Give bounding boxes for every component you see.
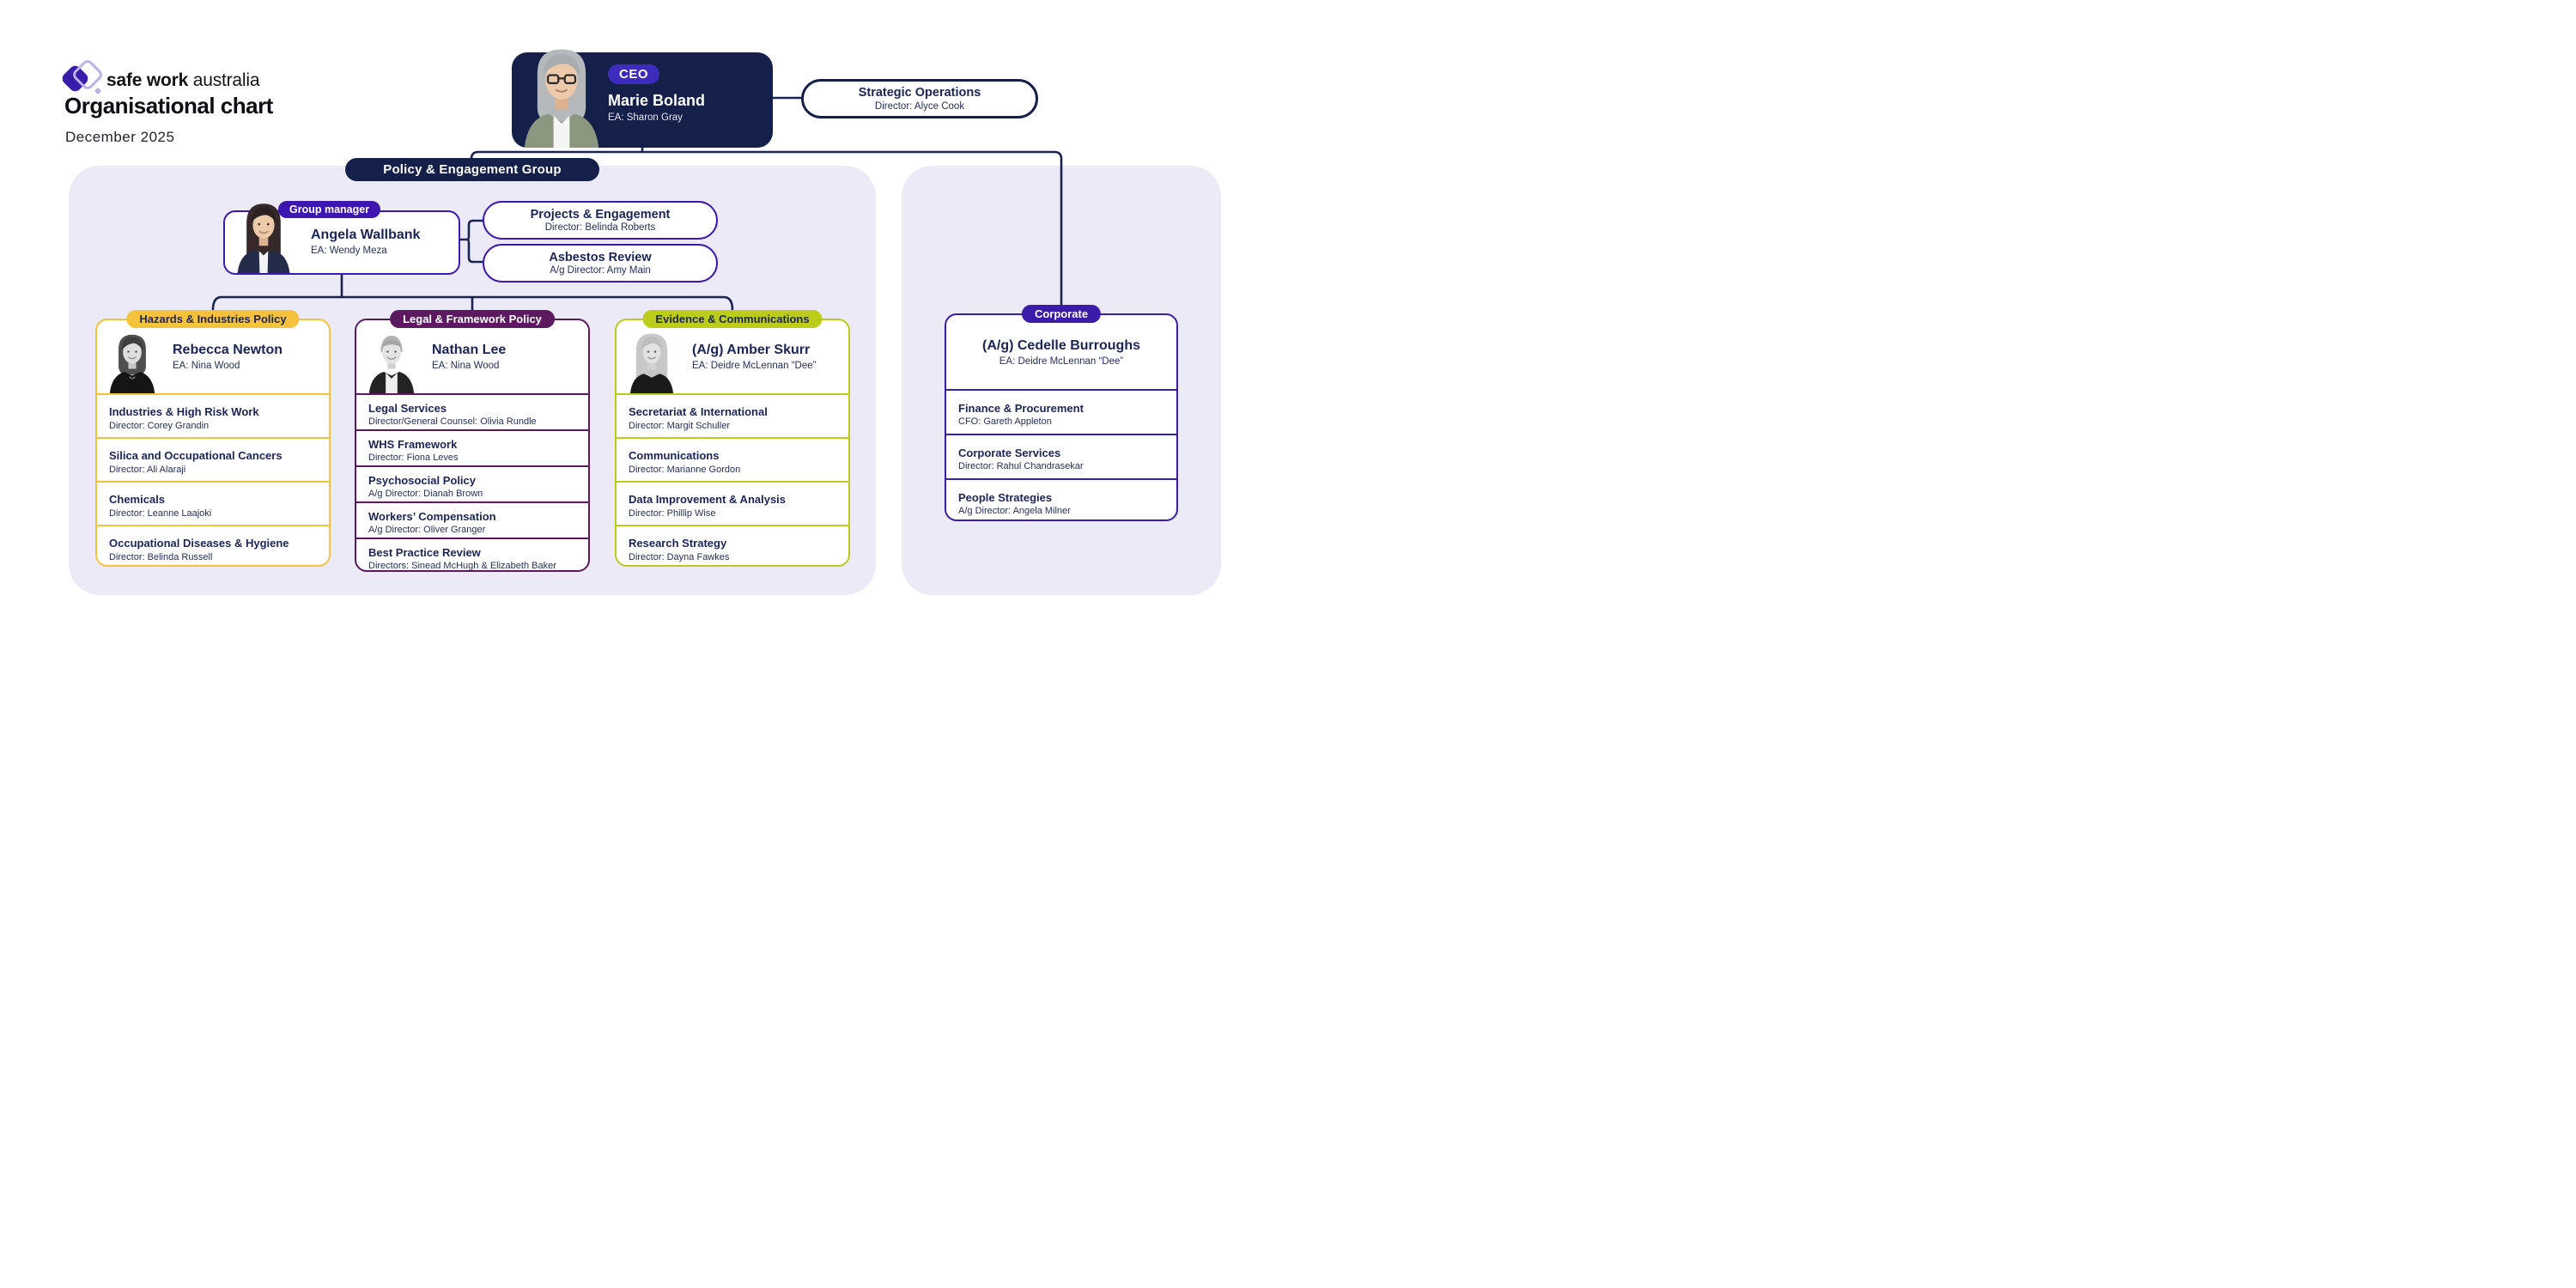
team-row: Legal Services Director/General Counsel:…	[356, 393, 588, 429]
team-row: Workers’ Compensation A/g Director: Oliv…	[356, 501, 588, 538]
branch-evidence-head: (A/g) Amber Skurr EA: Deidre McLennan “D…	[617, 320, 848, 393]
photo-angela-wallbank	[237, 204, 290, 273]
photo-amber-skurr	[629, 333, 674, 393]
branch-corporate-head-name: (A/g) Cedelle Burroughs	[981, 337, 1140, 353]
photo-rebecca-newton	[109, 334, 155, 393]
branch-corporate-head: (A/g) Cedelle Burroughs EA: Deidre McLen…	[946, 315, 1176, 389]
team-subtitle: Director: Fiona Leves	[368, 453, 459, 464]
team-subtitle: Director: Rahul Chandrasekar	[958, 461, 1084, 472]
branch-hazards-head-ea: EA: Nina Wood	[173, 361, 240, 371]
branch-legal-head: Nathan Lee EA: Nina Wood	[356, 320, 588, 393]
team-row: WHS Framework Director: Fiona Leves	[356, 429, 588, 465]
team-subtitle: Director: Dayna Fawkes	[629, 551, 730, 562]
team-subtitle: A/g Director: Oliver Granger	[368, 525, 486, 536]
projects-engagement-title: Projects & Engagement	[530, 207, 671, 222]
team-title: Silica and Occupational Cancers	[109, 449, 283, 463]
photo-marie-boland	[524, 49, 599, 148]
team-row: People Strategies A/g Director: Angela M…	[946, 478, 1176, 523]
branch-hazards-head-name: Rebecca Newton	[173, 343, 283, 357]
branch-legal-head-name: Nathan Lee	[432, 343, 507, 357]
team-row: Occupational Diseases & Hygiene Director…	[97, 525, 329, 568]
branch-evidence-head-ea: EA: Deidre McLennan “Dee”	[692, 361, 817, 371]
team-subtitle: CFO: Gareth Appleton	[958, 416, 1052, 428]
team-subtitle: Director: Marianne Gordon	[629, 464, 741, 475]
team-row: Industries & High Risk Work Director: Co…	[97, 393, 329, 437]
branch-corporate: Corporate (A/g) Cedelle Burroughs EA: De…	[945, 305, 1178, 523]
group-manager-card: Group manager Angela Wallbank EA: Wendy …	[223, 201, 460, 275]
branch-legal-framework-policy: Legal & Framework Policy Nathan Lee EA: …	[355, 310, 590, 574]
group-manager-ea: EA: Wendy Meza	[311, 246, 387, 256]
group-manager-badge: Group manager	[278, 201, 381, 218]
brand-bold: safe work	[106, 70, 189, 90]
brand-text: safe work australia	[106, 70, 260, 91]
ceo-badge: CEO	[608, 64, 660, 84]
team-subtitle: A/g Director: Angela Milner	[958, 506, 1071, 517]
asbestos-review-title: Asbestos Review	[549, 250, 652, 264]
org-chart: safe work australia Organisational chart…	[0, 0, 1288, 644]
team-subtitle: Director: Belinda Russell	[109, 551, 213, 562]
team-title: Corporate Services	[958, 446, 1061, 459]
ceo-card: CEO Marie Boland EA: Sharon Gray	[512, 49, 773, 148]
photo-nathan-lee	[368, 335, 415, 393]
strategic-operations-pill: Strategic Operations Director: Alyce Coo…	[801, 79, 1038, 118]
team-row: Chemicals Director: Leanne Laajoki	[97, 481, 329, 525]
branch-corporate-label: Corporate	[1021, 305, 1102, 323]
team-row: Secretariat & International Director: Ma…	[617, 393, 848, 437]
team-title: Research Strategy	[629, 537, 727, 550]
policy-engagement-group-label: Policy & Engagement Group	[345, 158, 599, 181]
brand-light: australia	[192, 70, 260, 90]
branch-evidence-head-name: (A/g) Amber Skurr	[692, 343, 811, 357]
strategic-operations-title: Strategic Operations	[858, 86, 981, 100]
page-title: Organisational chart	[64, 93, 273, 118]
projects-engagement-subtitle: Director: Belinda Roberts	[544, 222, 656, 234]
team-row: Corporate Services Director: Rahul Chand…	[946, 434, 1176, 478]
ceo-name: Marie Boland	[608, 92, 706, 109]
branch-hazards-head: Rebecca Newton EA: Nina Wood	[97, 320, 329, 393]
branch-evidence-communications: Evidence & Communications (A/g) Amber Sk…	[615, 310, 850, 568]
team-row: Best Practice Review Directors: Sinead M…	[356, 538, 588, 574]
branch-legal-label: Legal & Framework Policy	[390, 310, 555, 328]
branch-evidence-label: Evidence & Communications	[642, 310, 823, 328]
team-subtitle: Director: Margit Schuller	[629, 420, 730, 431]
team-title: Industries & High Risk Work	[109, 405, 259, 419]
team-subtitle: Director: Leanne Laajoki	[109, 507, 212, 519]
team-title: Secretariat & International	[629, 405, 768, 419]
team-title: Data Improvement & Analysis	[629, 493, 787, 507]
team-row: Finance & Procurement CFO: Gareth Applet…	[946, 389, 1176, 434]
team-subtitle: Directors: Sinead McHugh & Elizabeth Bak…	[368, 561, 556, 572]
team-title: Best Practice Review	[368, 545, 481, 559]
branch-hazards-industries-policy: Hazards & Industries Policy Rebecca Newt…	[95, 310, 331, 568]
projects-engagement-pill: Projects & Engagement Director: Belinda …	[483, 201, 718, 240]
team-subtitle: Director: Phillip Wise	[629, 507, 716, 519]
team-row: Psychosocial Policy A/g Director: Dianah…	[356, 465, 588, 501]
strategic-operations-subtitle: Director: Alyce Cook	[874, 100, 965, 112]
team-subtitle: Director: Ali Alaraji	[109, 464, 186, 475]
branch-hazards-label: Hazards & Industries Policy	[126, 310, 300, 328]
team-row: Data Improvement & Analysis Director: Ph…	[617, 481, 848, 525]
page-date: December 2025	[65, 129, 175, 145]
group-manager-name: Angela Wallbank	[311, 228, 421, 242]
team-title: Occupational Diseases & Hygiene	[109, 537, 289, 550]
team-subtitle: Director: Corey Grandin	[109, 420, 210, 431]
team-title: Psychosocial Policy	[368, 473, 477, 487]
team-subtitle: Director/General Counsel: Olivia Rundle	[368, 416, 537, 428]
team-title: Communications	[629, 449, 720, 463]
team-title: WHS Framework	[368, 437, 458, 451]
team-title: Legal Services	[368, 401, 447, 415]
team-title: People Strategies	[958, 490, 1053, 504]
branch-corporate-head-ea: EA: Deidre McLennan “Dee”	[999, 355, 1124, 367]
team-title: Chemicals	[109, 493, 166, 507]
team-title: Workers’ Compensation	[368, 509, 496, 523]
team-title: Finance & Procurement	[958, 401, 1084, 415]
team-row: Silica and Occupational Cancers Director…	[97, 437, 329, 481]
branch-legal-head-ea: EA: Nina Wood	[432, 361, 500, 371]
team-row: Communications Director: Marianne Gordon	[617, 437, 848, 481]
asbestos-review-subtitle: A/g Director: Amy Main	[550, 265, 651, 276]
asbestos-review-pill: Asbestos Review A/g Director: Amy Main	[483, 244, 718, 283]
ceo-ea: EA: Sharon Gray	[608, 112, 683, 123]
team-subtitle: A/g Director: Dianah Brown	[368, 489, 483, 500]
team-row: Research Strategy Director: Dayna Fawkes	[617, 525, 848, 568]
